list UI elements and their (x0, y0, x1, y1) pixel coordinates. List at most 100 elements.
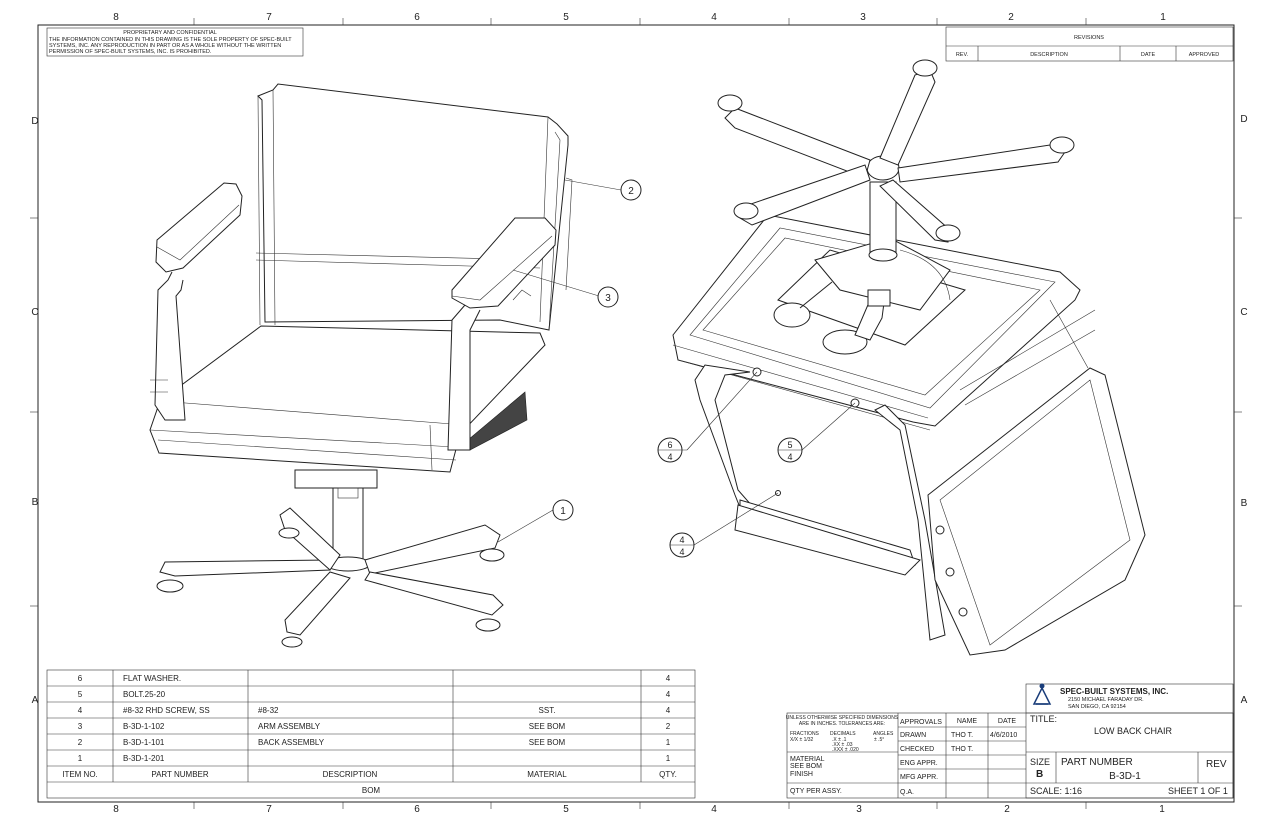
zone-ticks (30, 18, 1242, 809)
zone-left-label: C (31, 307, 38, 318)
left-arm-frame (154, 271, 186, 421)
balloon-number: 2 (628, 186, 634, 197)
drawn-name: THO T. (951, 732, 973, 739)
bom-header-row: ITEM NO. PART NUMBER DESCRIPTION MATERIA… (62, 770, 677, 779)
balloon-number: 5 (787, 440, 792, 450)
zone-bottom-label: 5 (563, 804, 569, 815)
revisions-block: REVISIONS REV. DESCRIPTION DATE APPROVED (945, 26, 1234, 62)
proprietary-line: THE INFORMATION CONTAINED IN THIS DRAWIN… (49, 37, 292, 43)
arm-frame-tube-right (874, 404, 946, 641)
part-number-label: PART NUMBER (1061, 757, 1133, 768)
zone-labels-top: 8 7 6 5 4 3 2 1 (113, 12, 1166, 23)
zone-top-label: 5 (563, 12, 569, 23)
bom-item: 5 (78, 690, 83, 699)
sheet-border (37, 24, 1235, 803)
zone-bottom-label: 8 (113, 804, 119, 815)
star-base (159, 507, 504, 636)
bom-qty: 4 (666, 674, 671, 683)
zone-top-label: 7 (266, 12, 272, 23)
bom-part: B-3D-1-101 (123, 738, 165, 747)
svg-text:ARE IN INCHES. TOLERANCES ARE: ARE IN INCHES. TOLERANCES ARE: (799, 721, 885, 727)
bom-material: SST. (539, 706, 556, 715)
right-arm-frame (447, 304, 481, 451)
rev-label: REV (1206, 759, 1227, 770)
bom-desc: ARM ASSEMBLY (258, 722, 321, 731)
zone-bottom-label: 1 (1159, 804, 1165, 815)
zone-top-label: 2 (1008, 12, 1014, 23)
checked-name: THO T. (951, 746, 973, 753)
caster (475, 618, 501, 632)
date-header: DATE (998, 718, 1016, 725)
caster (935, 224, 961, 242)
qa-label: Q.A. (900, 789, 914, 796)
bom-part: FLAT WASHER. (123, 674, 181, 683)
gas-column (332, 487, 364, 563)
left-armrest-pad (155, 182, 243, 273)
balloon: 2 (620, 179, 642, 201)
bom-row: 1 B-3D-1-201 1 (78, 754, 671, 763)
right-armrest-pad (451, 217, 557, 309)
zone-bottom-label: 2 (1004, 804, 1010, 815)
company-name: SPEC-BUILT SYSTEMS, INC. (1060, 687, 1168, 696)
bom-item: 2 (78, 738, 83, 747)
bom-header: MATERIAL (527, 770, 567, 779)
bom-caption: BOM (362, 786, 381, 795)
qty-per-assy: QTY PER ASSY. (790, 788, 842, 795)
zone-right-label: A (1241, 695, 1248, 706)
caster (278, 527, 300, 539)
bom-qty: 4 (666, 706, 671, 715)
caster (717, 94, 743, 112)
name-header: NAME (957, 718, 978, 725)
rev-header: DATE (1141, 52, 1156, 58)
svg-text:UNLESS OTHERWISE SPECIFIED DIM: UNLESS OTHERWISE SPECIFIED DIMENSIONS (786, 715, 899, 721)
bom-qty: 1 (666, 754, 671, 763)
bom-row: 2 B-3D-1-101 BACK ASSEMBLY SEE BOM 1 (78, 738, 671, 747)
zone-right-label: B (1241, 498, 1248, 509)
balloon-qty: 4 (667, 452, 672, 462)
zone-bottom-label: 7 (266, 804, 272, 815)
balloon-split: 6 4 (657, 437, 687, 463)
company-address: SAN DIEGO, CA 92154 (1068, 704, 1126, 710)
sheet-label: SHEET 1 OF 1 (1168, 786, 1228, 796)
bom-item: 3 (78, 722, 83, 731)
caster (281, 636, 303, 648)
proprietary-line: SYSTEMS, INC. ANY REPRODUCTION IN PART O… (49, 43, 281, 49)
svg-text:.XX ± .03: .XX ± .03 (832, 742, 853, 748)
caster (156, 579, 184, 593)
zone-left-label: B (32, 497, 39, 508)
svg-text:X/X ± 1/32: X/X ± 1/32 (790, 737, 814, 743)
zone-top-label: 6 (414, 12, 420, 23)
rev-header: DESCRIPTION (1030, 52, 1068, 58)
caster (479, 548, 505, 562)
approvals-label: APPROVALS (900, 719, 942, 726)
bom-row: 5 BOLT.25-20 4 (78, 690, 671, 699)
scale-label: SCALE: 1:16 (1030, 786, 1082, 796)
bom-qty: 2 (666, 722, 671, 731)
seat-mechanism (294, 469, 378, 489)
bom-part: B-3D-1-102 (123, 722, 165, 731)
rev-header: APPROVED (1189, 52, 1220, 58)
bom-table: 6 FLAT WASHER. 4 5 BOLT.25-20 4 4 #8-32 … (46, 669, 696, 799)
drawn-label: DRAWN (900, 732, 926, 739)
title-block: SPEC-BUILT SYSTEMS, INC. 2150 MICHAEL FA… (786, 683, 1234, 799)
bom-part: #8-32 RHD SCREW, SS (123, 706, 210, 715)
balloon-number: 1 (560, 506, 566, 517)
leader-lines (497, 179, 856, 546)
bom-item: 4 (78, 706, 83, 715)
chair-isometric-view (149, 83, 573, 648)
zone-bottom-label: 3 (856, 804, 862, 815)
bom-row: 4 #8-32 RHD SCREW, SS #8-32 SST. 4 (78, 706, 671, 715)
zone-bottom-label: 4 (711, 804, 717, 815)
svg-text:ANGLES: ANGLES (873, 731, 894, 737)
caster (733, 202, 759, 220)
zone-top-label: 3 (860, 12, 866, 23)
zone-right-label: D (1240, 114, 1247, 125)
armrest-pad-bottom (734, 504, 921, 576)
bom-item: 6 (78, 674, 83, 683)
bom-material: SEE BOM (529, 738, 566, 747)
bom-desc: #8-32 (258, 706, 279, 715)
seat (149, 325, 546, 473)
caster (912, 59, 938, 77)
